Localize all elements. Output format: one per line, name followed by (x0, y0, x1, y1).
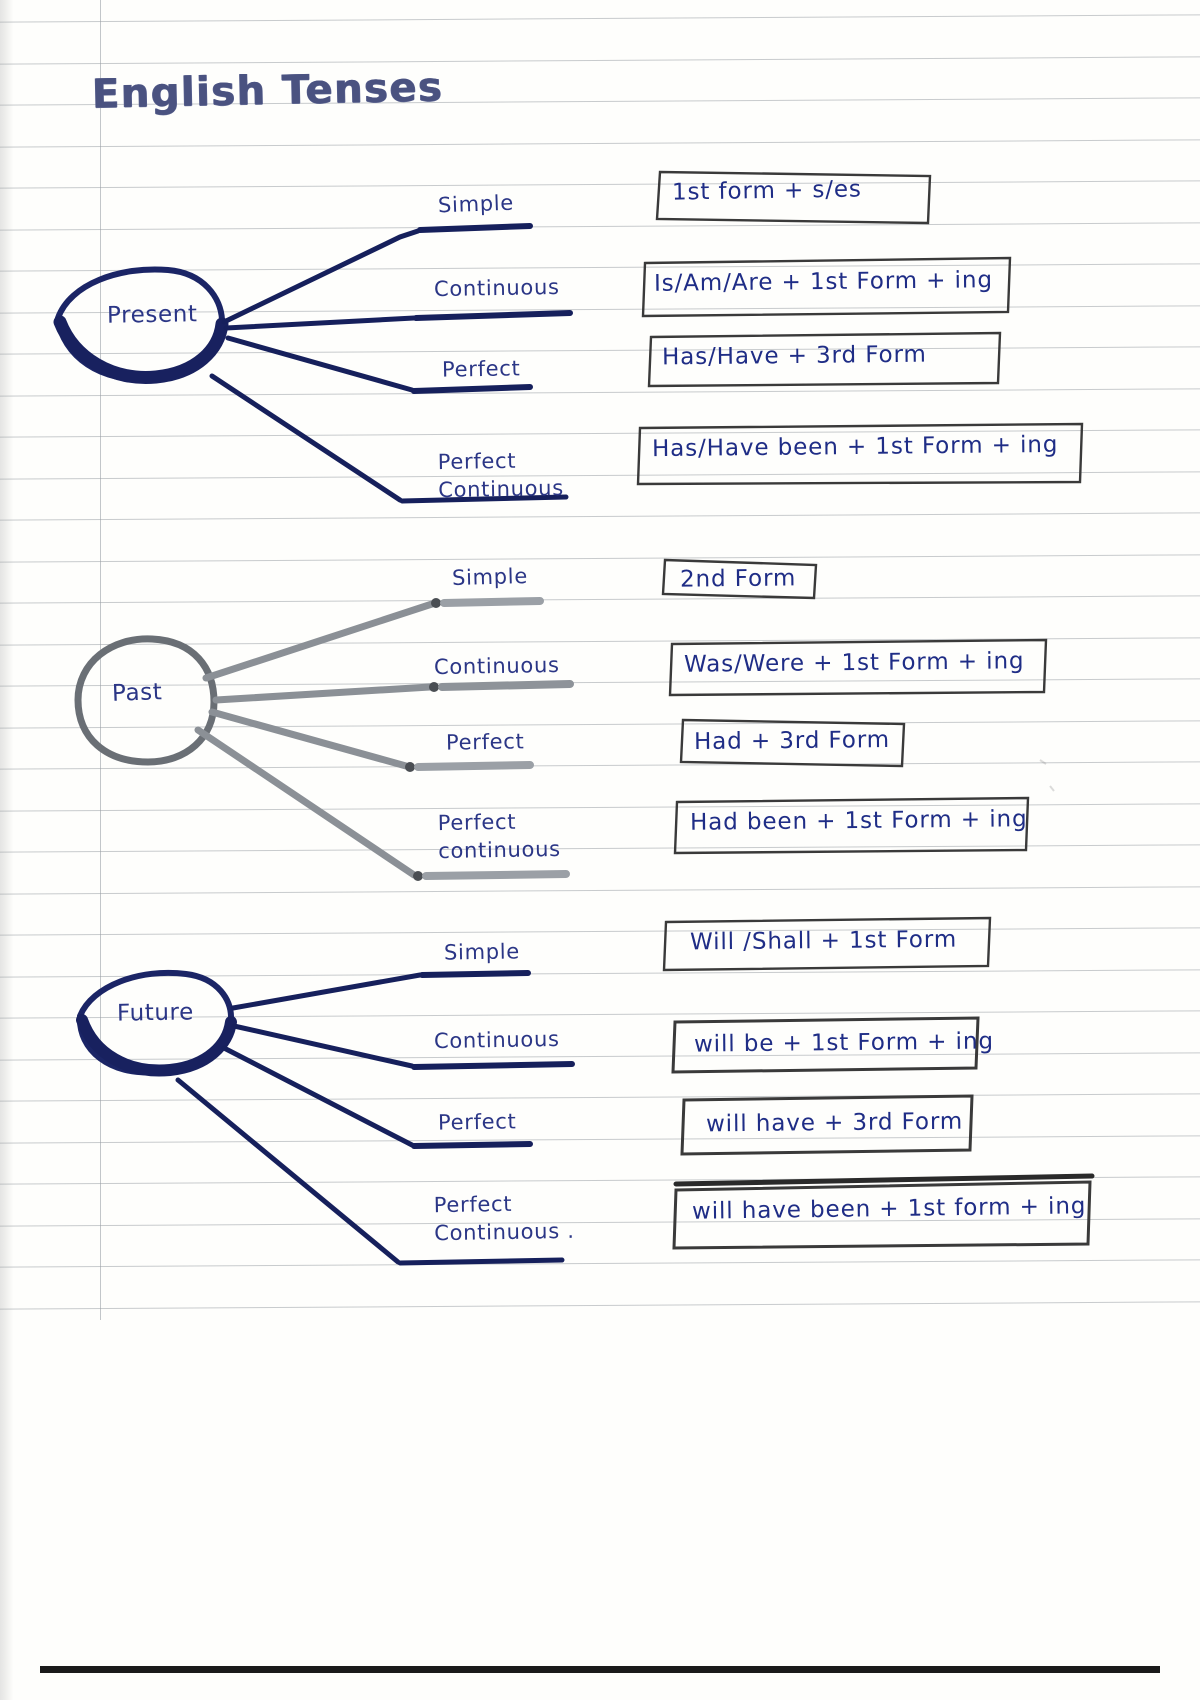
branch-label-past-perfect[interactable]: Perfect (445, 729, 525, 755)
past-branch-lines (194, 597, 574, 881)
formula-future-simple[interactable]: Will /Shall + 1st Form (689, 926, 958, 956)
branch-label-past-continuous[interactable]: Continuous (433, 652, 560, 680)
branch-label-future-perfect-continuous[interactable]: Perfect Continuous . (434, 1189, 575, 1248)
page-bottom-edge (40, 1666, 1160, 1673)
branch-label-future-perfect[interactable]: Perfect (437, 1109, 517, 1135)
branch-label-line2: Continuous . (434, 1219, 575, 1246)
formula-past-perfect[interactable]: Had + 3rd Form (693, 726, 891, 756)
past-formula-boxes (661, 558, 1048, 855)
branch-label-line1: Perfect (433, 1191, 513, 1218)
node-label-future[interactable]: Future (116, 999, 195, 1027)
branch-label-line1: Perfect (437, 809, 517, 836)
formula-future-perfect[interactable]: will have + 3rd Form (705, 1108, 964, 1138)
branch-label-line2: continuous (438, 837, 561, 864)
branch-label-past-perfect-continuous[interactable]: Perfect continuous (438, 807, 561, 866)
branch-label-future-simple[interactable]: Simple (443, 939, 521, 965)
formula-present-simple[interactable]: 1st form + s/es (671, 176, 863, 206)
branch-label-present-continuous[interactable]: Continuous (433, 274, 560, 302)
future-formula-boxes (662, 916, 1095, 1250)
branch-label-line2: Continuous (438, 476, 565, 503)
branch-label-present-simple[interactable]: Simple (437, 190, 515, 218)
formula-present-perfect[interactable]: Has/Have + 3rd Form (661, 341, 927, 371)
formula-future-continuous[interactable]: will be + 1st Form + ing (693, 1028, 995, 1058)
formula-future-perfect-continuous[interactable]: will have been + 1st form + ing (691, 1193, 1087, 1225)
present-formula-boxes (636, 170, 1084, 486)
margin-rule-line (100, 0, 101, 1320)
future-node-ellipse (76, 969, 237, 1077)
page-title: English Tenses (91, 64, 444, 118)
node-label-present[interactable]: Present (106, 301, 198, 329)
pencil-smudges (1039, 759, 1055, 792)
formula-present-continuous[interactable]: Is/Am/Are + 1st Form + ing (653, 267, 994, 297)
branch-label-present-perfect[interactable]: Perfect (441, 356, 521, 382)
present-node-ellipse (53, 266, 229, 384)
branch-label-past-simple[interactable]: Simple (451, 564, 529, 590)
formula-past-simple[interactable]: 2nd Form (679, 565, 797, 593)
page-edge-shadow (0, 0, 14, 1700)
formula-past-continuous[interactable]: Was/Were + 1st Form + ing (683, 648, 1025, 678)
branch-label-present-perfect-continuous[interactable]: Perfect Continuous (438, 446, 565, 505)
future-branch-lines (175, 970, 575, 1266)
formula-present-perfect-continuous[interactable]: Has/Have been + 1st Form + ing (651, 431, 1059, 463)
branch-label-line1: Perfect (437, 448, 517, 475)
node-label-past[interactable]: Past (111, 679, 163, 707)
branch-label-future-continuous[interactable]: Continuous (433, 1026, 560, 1054)
present-branch-lines (209, 223, 573, 504)
formula-past-perfect-continuous[interactable]: Had been + 1st Form + ing (689, 806, 1028, 836)
